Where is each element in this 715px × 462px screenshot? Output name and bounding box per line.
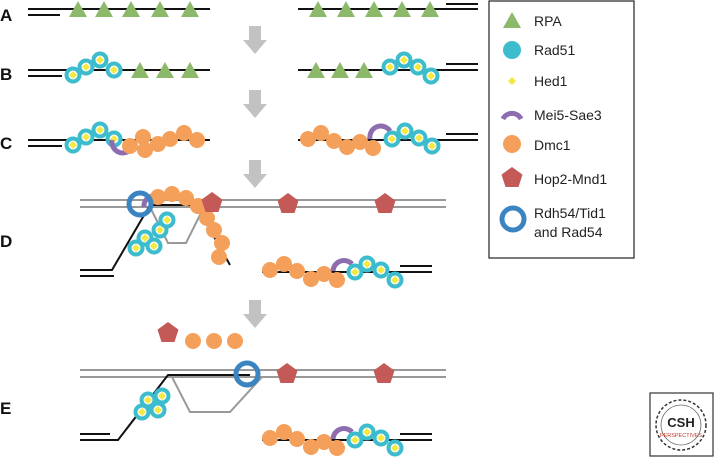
hop2-mnd1-pentagon-icon: [157, 322, 179, 342]
rpa-cluster-right-b: [307, 62, 373, 78]
dmc1-icon: [185, 333, 201, 349]
row-b: B: [0, 51, 478, 85]
rad51-filament-right-d: [346, 255, 404, 289]
legend-item-rdh54: Rdh54/Tid1 and Rad54: [499, 205, 606, 240]
released-proteins: [157, 322, 243, 349]
rad51-filament-right-b: [381, 51, 440, 85]
circle-icon: [503, 41, 521, 59]
legend-label: and Rad54: [534, 224, 603, 240]
logo-perspectives-text: PERSPECTIVES: [660, 433, 703, 439]
rdh54-ring-icon: [233, 360, 261, 388]
ring-icon: [499, 205, 527, 233]
legend-label: Dmc1: [534, 137, 571, 153]
legend-item-rpa: RPA: [503, 12, 562, 29]
rad51-filament-right-c: [383, 122, 441, 155]
dna-right-a: [298, 3, 478, 10]
csh-perspectives-logo: CSH PERSPECTIVES: [649, 392, 714, 457]
rad51-filament-right-e: [346, 423, 404, 457]
step-label-c: C: [0, 134, 12, 153]
legend-label: Hed1: [534, 73, 568, 89]
hop2-mnd1-pentagon-icon: [373, 363, 395, 383]
hop2-mnd1-pentagon-icon: [277, 193, 299, 213]
dna-left-a: [28, 8, 210, 16]
logo-csh-text: CSH: [667, 415, 694, 430]
rad51-filament-left-b: [64, 51, 123, 84]
rpa-cluster-left-b: [131, 62, 199, 78]
legend-label: RPA: [534, 13, 562, 29]
legend-item-hop2: Hop2-Mnd1: [501, 167, 607, 187]
rdh54-ring-icon: [126, 190, 154, 218]
hop2-mnd1-pentagon-icon: [276, 363, 298, 383]
mei5-sae3-arc-icon: [330, 258, 354, 272]
legend: RPA Rad51 Hed1 Mei5-Sae3 Dmc1 Hop2-Mnd1 …: [488, 0, 635, 259]
hop2-mnd1-pentagon-icon: [201, 192, 223, 212]
legend-item-mei5: Mei5-Sae3: [500, 107, 602, 123]
displaced-strand-e: [171, 376, 263, 413]
rad51-filament-e: [133, 387, 171, 421]
circle-icon: [503, 135, 521, 153]
dmc1-cluster-left-c: [122, 125, 205, 158]
hop2-mnd1-pentagon-icon: [374, 193, 396, 213]
row-e: E: [0, 360, 446, 457]
down-arrow-icon: [243, 160, 267, 188]
down-arrow-icon: [243, 300, 267, 328]
mei5-sae3-arc-icon: [367, 123, 393, 140]
step-label-d: D: [0, 232, 12, 251]
row-c: C: [0, 121, 478, 158]
rad51-filament-left-d: [127, 211, 176, 257]
legend-label: Hop2-Mnd1: [534, 171, 607, 187]
arc-icon: [500, 110, 524, 121]
dmc1-icon: [206, 333, 222, 349]
legend-item-dmc1: Dmc1: [503, 135, 571, 153]
legend-label: Rad51: [534, 42, 575, 58]
step-label-e: E: [0, 399, 11, 418]
row-d: D: [0, 186, 446, 289]
legend-item-hed1: Hed1: [508, 73, 568, 89]
down-arrow-icon: [243, 90, 267, 118]
step-label-a: A: [0, 6, 12, 25]
row-a: A: [0, 1, 478, 25]
legend-label: Rdh54/Tid1: [534, 205, 606, 221]
step-label-b: B: [0, 65, 12, 84]
mei5-sae3-arc-icon: [330, 426, 354, 440]
legend-label: Mei5-Sae3: [534, 107, 602, 123]
legend-item-rad51: Rad51: [503, 41, 575, 59]
diamond-icon: [508, 77, 516, 85]
dmc1-icon: [227, 333, 243, 349]
down-arrow-icon: [243, 26, 267, 54]
